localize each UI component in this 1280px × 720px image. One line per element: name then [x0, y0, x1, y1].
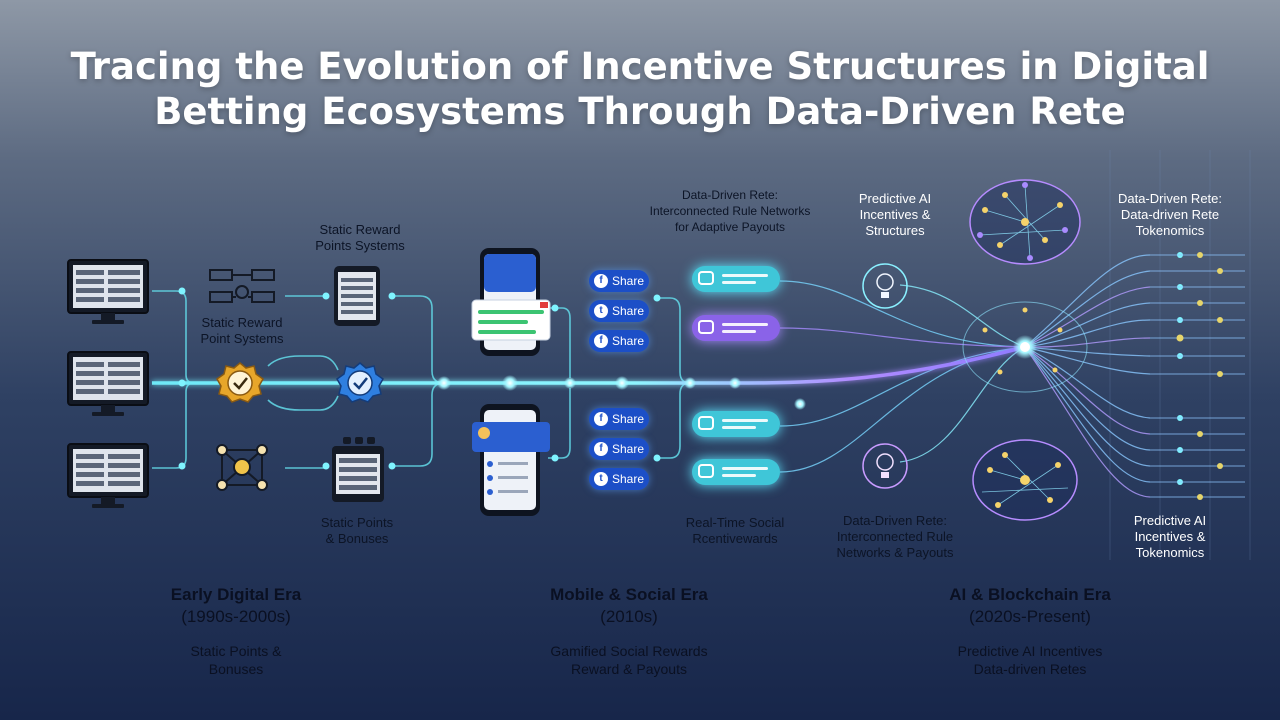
token-icons — [1176, 252, 1223, 500]
label-predictive-ai-structures: Predictive AI Incentives & Structures — [858, 191, 932, 238]
label-data-driven-rete-top: Data-Driven Rete: Interconnected Rule Ne… — [649, 188, 811, 234]
facebook-icon: f — [594, 442, 608, 456]
share-label: Share — [612, 472, 645, 486]
blue-check-badge-icon — [336, 362, 384, 403]
facebook-icon: f — [594, 334, 608, 348]
era-years: (2010s) — [600, 607, 658, 626]
label-predictive-ai-tokenomics: Predictive AI Incentives & Tokenomics — [1133, 513, 1207, 560]
chat-bubble-1-icon — [692, 266, 780, 292]
reward-structure-icon — [209, 269, 275, 303]
share-button-3[interactable]: f Share — [589, 330, 649, 352]
desktop-monitor-2-icon — [67, 351, 149, 416]
tablet-bottom-icon — [332, 437, 384, 502]
right-fan-connectors — [779, 254, 1151, 498]
era-desc-line-1: Static Points & — [190, 643, 282, 659]
title-line-2: Betting Ecosystems Through Data-Driven R… — [154, 90, 1126, 133]
share-label: Share — [612, 304, 645, 318]
era-desc-line-2: Reward & Payouts — [571, 661, 687, 677]
share-label: Share — [612, 334, 645, 348]
era-desc-line-1: Predictive AI Incentives — [957, 643, 1103, 659]
chat-bubble-3-icon — [692, 411, 780, 437]
page-title: Tracing the Evolution of Incentive Struc… — [0, 44, 1280, 134]
tablet-top-icon — [334, 266, 380, 326]
era-desc-line-2: Bonuses — [208, 661, 264, 677]
share-button-5[interactable]: f Share — [589, 438, 649, 460]
era-name: Early Digital Era — [170, 585, 302, 604]
label-static-reward-point-systems: Static Reward Point Systems — [200, 315, 284, 346]
ai-brain-top-icon — [969, 179, 1081, 265]
timeline-nodes — [437, 335, 1037, 410]
label-static-reward-points-systems: Static Reward Points Systems — [315, 222, 405, 253]
era-mobile-social: Mobile & Social Era (2010s) Gamified Soc… — [514, 584, 744, 678]
desktop-monitor-1-icon — [67, 259, 149, 324]
share-button-4[interactable]: f Share — [589, 408, 649, 430]
token-rows — [1150, 254, 1245, 498]
background-grid — [1109, 150, 1251, 560]
twitter-icon: t — [594, 304, 608, 318]
era-ai-blockchain: AI & Blockchain Era (2020s-Present) Pred… — [915, 584, 1145, 678]
era-name: Mobile & Social Era — [550, 585, 708, 604]
era-early-digital: Early Digital Era (1990s-2000s) Static P… — [136, 584, 336, 678]
gold-check-badge-icon — [216, 362, 264, 403]
share-button-1[interactable]: f Share — [589, 270, 649, 292]
era-desc-line-1: Gamified Social Rewards — [550, 643, 708, 659]
network-hub-icon — [216, 444, 268, 491]
chat-bubble-2-icon — [692, 315, 780, 341]
twitter-icon: t — [594, 472, 608, 486]
era-years: (2020s-Present) — [969, 607, 1091, 626]
label-static-points-bonuses: Static Points & Bonuses — [320, 515, 394, 546]
ai-brain-bottom-icon — [972, 439, 1078, 521]
label-real-time-social: Real-Time Social Rcentivewards — [685, 515, 785, 546]
smartphone-top-icon — [471, 248, 551, 356]
era-years: (1990s-2000s) — [181, 607, 291, 626]
era-desc-line-2: Data-driven Retes — [973, 661, 1087, 677]
share-label: Share — [612, 274, 645, 288]
label-data-driven-rete-bottom: Data-Driven Rete: Interconnected Rule Ne… — [836, 513, 954, 560]
label-data-driven-rete-tokenomics: Data-Driven Rete: Data-driven Rete Token… — [1117, 191, 1223, 238]
share-label: Share — [612, 412, 645, 426]
ai-bulb-top-icon — [862, 263, 908, 309]
share-button-6[interactable]: t Share — [589, 468, 649, 490]
smartphone-bottom-icon — [472, 404, 550, 516]
central-ai-network-icon — [962, 301, 1088, 393]
share-button-2[interactable]: t Share — [589, 300, 649, 322]
facebook-icon: f — [594, 274, 608, 288]
era-name: AI & Blockchain Era — [949, 585, 1111, 604]
ai-bulb-bottom-icon — [862, 443, 908, 489]
facebook-icon: f — [594, 412, 608, 426]
title-line-1: Tracing the Evolution of Incentive Struc… — [70, 45, 1210, 88]
chat-bubble-4-icon — [692, 459, 780, 485]
timeline-line — [152, 345, 1026, 385]
desktop-monitor-3-icon — [67, 443, 149, 508]
share-label: Share — [612, 442, 645, 456]
